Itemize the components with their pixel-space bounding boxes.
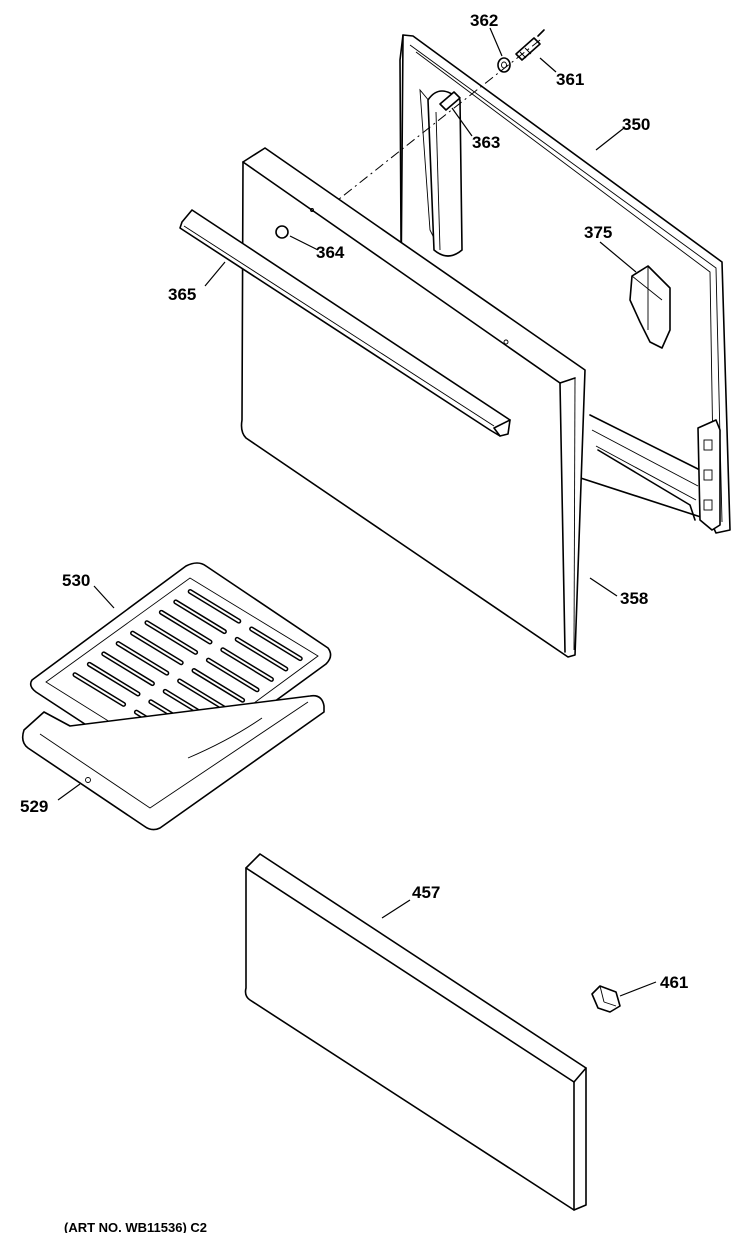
grid-slot-highlight — [73, 673, 125, 706]
nut-364 — [275, 225, 289, 239]
grid-slot-highlight — [207, 659, 259, 691]
grid-slot-highlight — [88, 663, 139, 695]
label-363: 363 — [472, 133, 500, 152]
label-364: 364 — [316, 243, 345, 262]
grid-slot-highlight — [178, 679, 230, 712]
label-365: 365 — [168, 285, 196, 304]
assembly-centerline — [299, 39, 541, 231]
label-461: 461 — [660, 973, 688, 992]
label-457: 457 — [412, 883, 440, 902]
broiler-pan-529 — [21, 694, 325, 831]
drawer-front-457 — [244, 853, 587, 1211]
label-358: 358 — [620, 589, 648, 608]
bracket-375 — [629, 265, 671, 349]
label-350: 350 — [622, 115, 650, 134]
label-375: 375 — [584, 223, 612, 242]
grid-slot-highlight — [189, 590, 240, 623]
grid-slot-highlight — [193, 669, 244, 702]
grid-slot-highlight — [174, 600, 226, 633]
grid-slot-highlight — [221, 648, 273, 681]
door-handle-365 — [179, 209, 511, 437]
label-529: 529 — [20, 797, 48, 816]
label-362: 362 — [470, 11, 498, 30]
washer-362 — [497, 57, 511, 73]
outer-door-panel-358 — [240, 147, 586, 658]
grid-slot-highlight — [236, 638, 287, 670]
leader-lines — [57, 27, 657, 997]
grid-slot-highlight — [250, 627, 302, 660]
grid-slot-highlight — [145, 621, 197, 654]
spacer-363 — [439, 91, 461, 111]
grid-slot-highlight — [131, 632, 183, 664]
label-530: 530 — [62, 571, 90, 590]
grid-slot-highlight — [160, 611, 211, 643]
grid-slot-highlight — [102, 652, 154, 685]
art-number-caption: (ART NO. WB11536) C2 — [64, 1220, 207, 1233]
clip-461 — [591, 985, 621, 1013]
grid-slot-highlight — [117, 642, 168, 675]
label-361: 361 — [556, 70, 584, 89]
